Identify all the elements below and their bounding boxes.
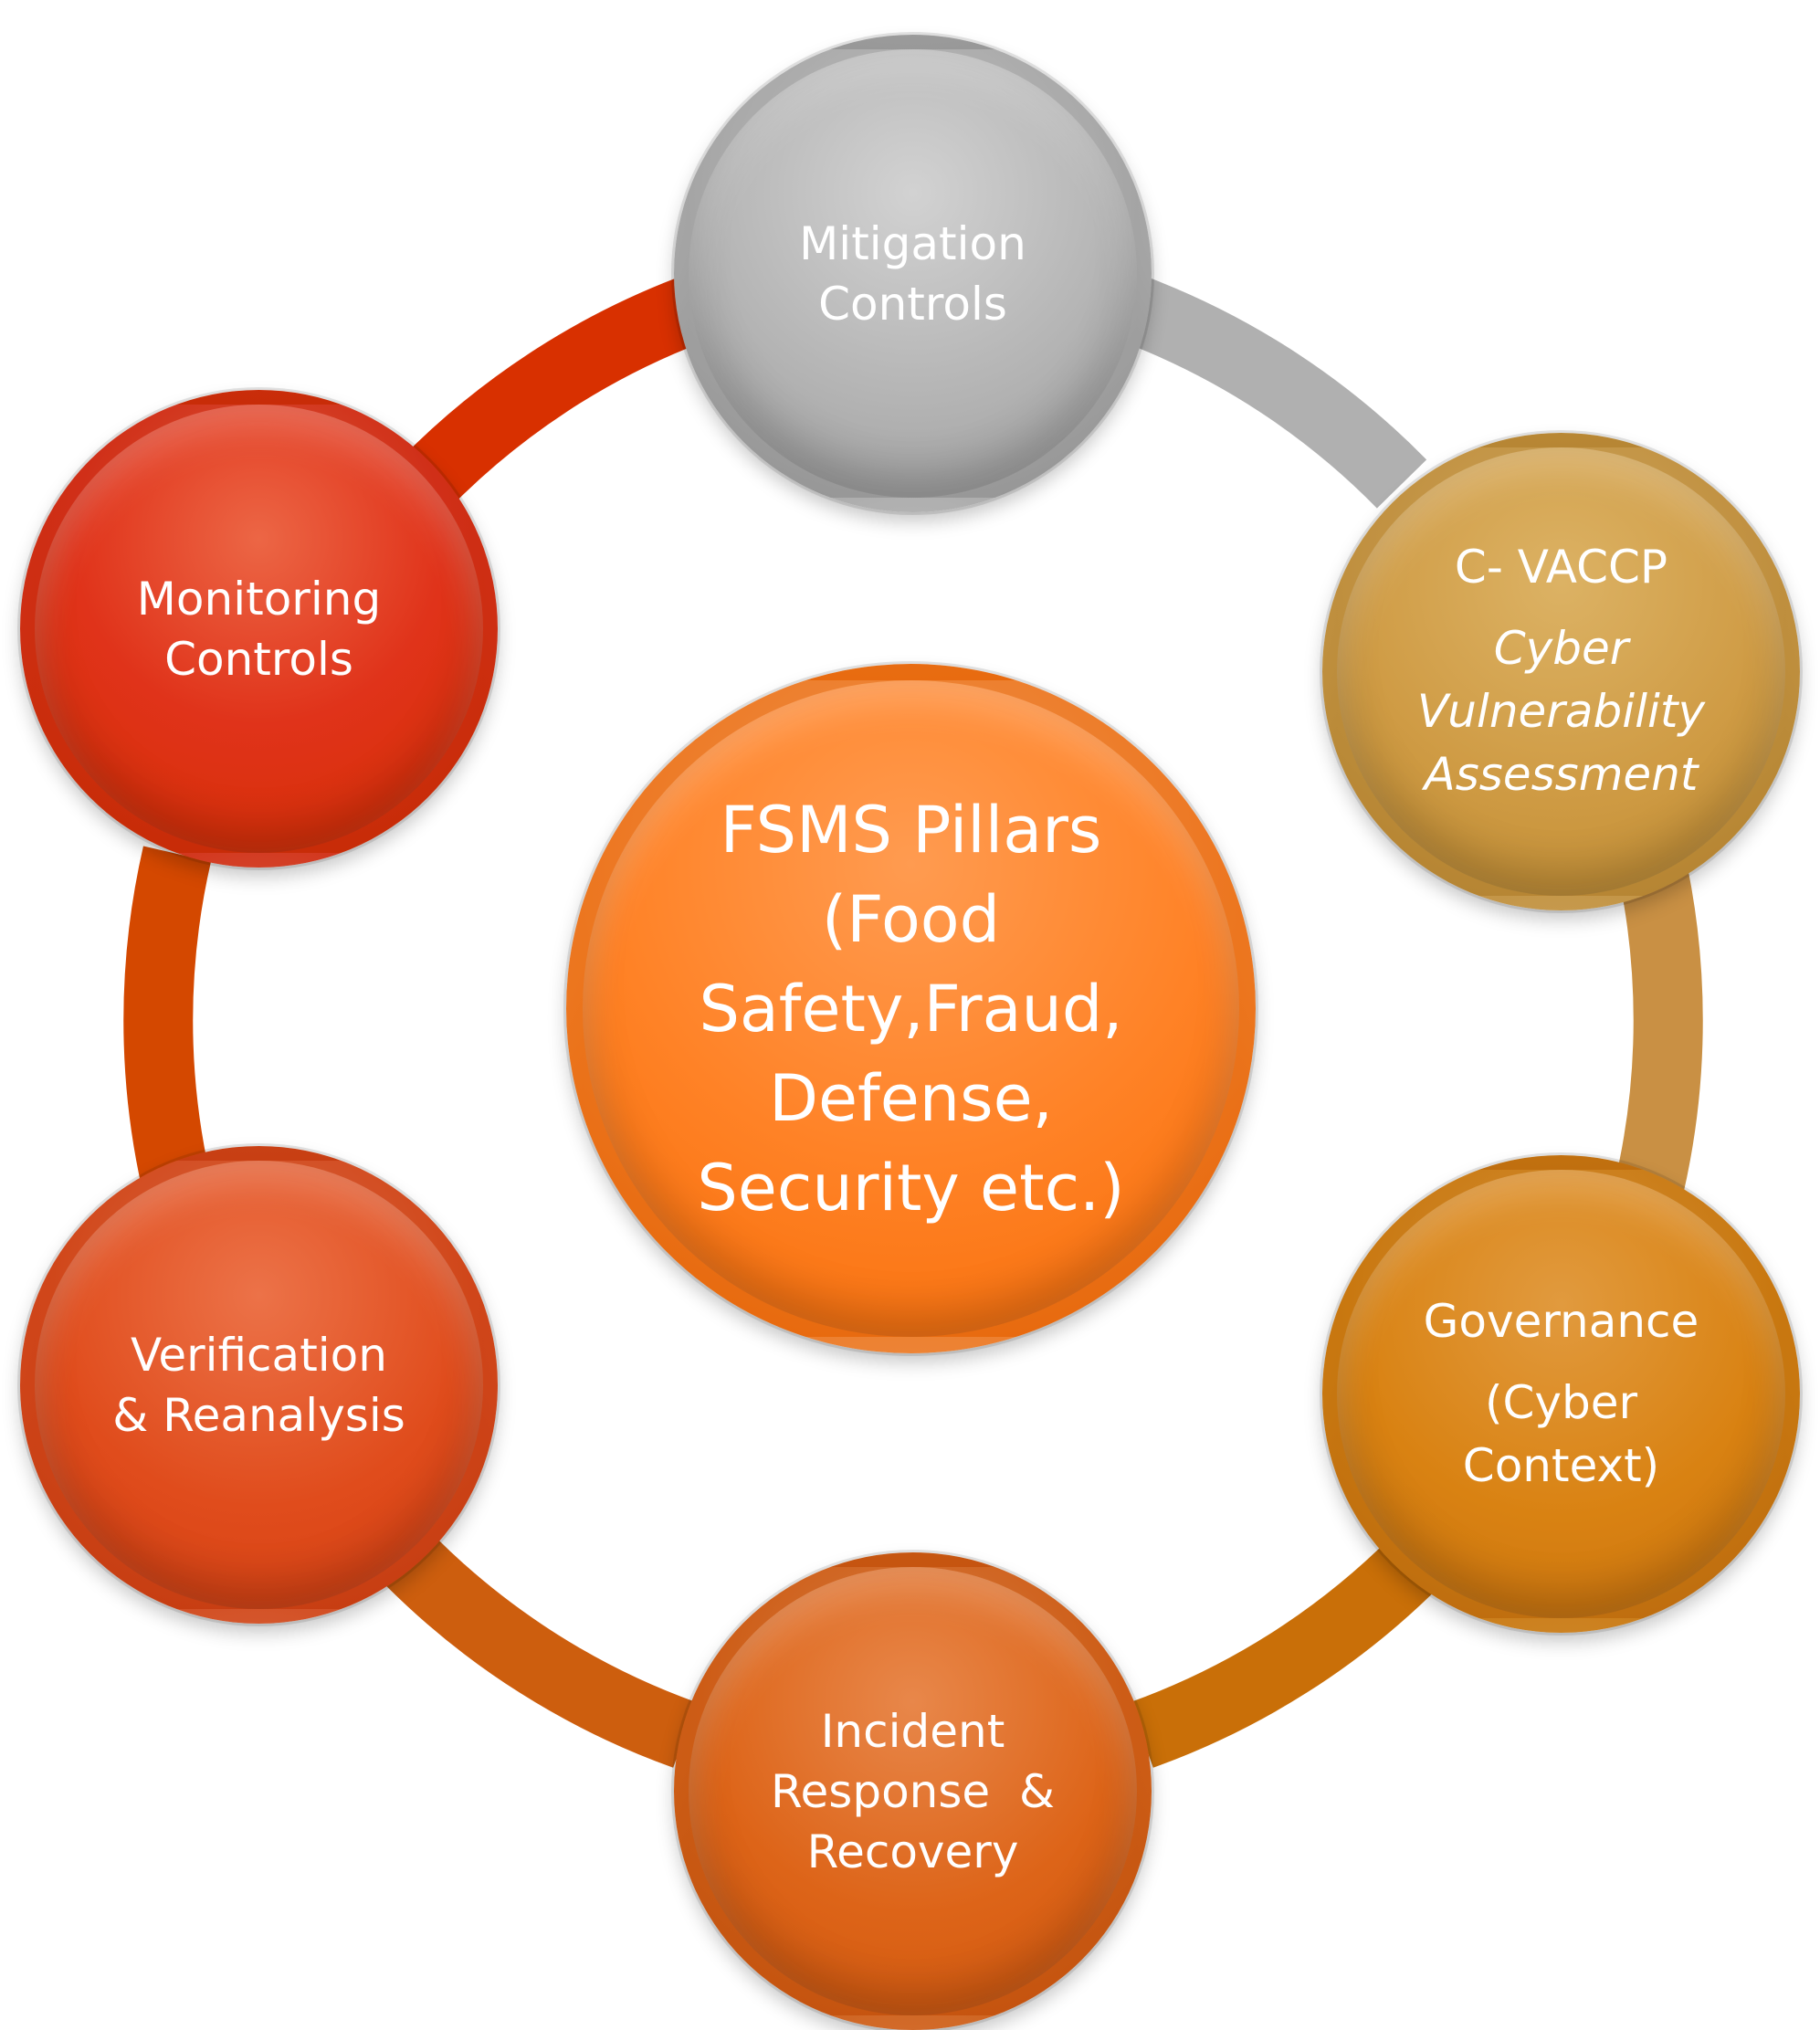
node-verification-reanalysis: Verification & Reanalysis [20, 1146, 498, 1624]
ring-arc-mitigation-to-cvaccp [1125, 278, 1427, 509]
center-line-1: FSMS Pillars [720, 792, 1102, 868]
monitoring-line-2: Controls [164, 632, 353, 686]
mitigation-line-1: Mitigation [799, 216, 1026, 270]
ring-arc-verification-to-monitoring [123, 846, 212, 1195]
ring-arc-cvaccp-to-governance [1615, 846, 1703, 1195]
center-line-4: Defense, [769, 1060, 1053, 1136]
governance-title: Governance [1423, 1294, 1699, 1348]
node-center-fsms-pillars: FSMS Pillars (Food Safety,Fraud, Defense… [566, 664, 1256, 1353]
ring-arc-incident-to-verification [386, 1536, 697, 1768]
mitigation-line-2: Controls [818, 277, 1007, 331]
center-line-5: Security etc.) [697, 1150, 1125, 1225]
incident-line-3: Recovery [806, 1825, 1019, 1878]
cvaccp-title: C- VACCP [1454, 541, 1668, 594]
center-line-3: Safety,Fraud, [699, 971, 1123, 1047]
ring-arc-monitoring-to-mitigation [399, 278, 701, 509]
cvaccp-subtitle-line-3: Assessment [1424, 748, 1699, 801]
node-governance: Governance (Cyber Context) [1322, 1155, 1800, 1633]
verification-line-1: Verification [131, 1328, 387, 1382]
incident-line-1: Incident [820, 1704, 1005, 1758]
ring-arc-governance-to-incident [1130, 1536, 1440, 1768]
cvaccp-subtitle-line-1: Cyber [1493, 622, 1629, 675]
incident-line-2: Response & [771, 1764, 1055, 1818]
verification-line-2: & Reanalysis [112, 1388, 405, 1442]
node-c-vaccp: C- VACCP Cyber Vulnerability Assessment [1322, 433, 1800, 910]
node-monitoring-controls: Monitoring Controls [20, 390, 498, 868]
governance-subtitle-line-2: Context) [1462, 1438, 1660, 1492]
center-line-2: (Food [821, 881, 1001, 957]
monitoring-line-1: Monitoring [136, 572, 382, 626]
cvaccp-subtitle-line-2: Vulnerability [1416, 685, 1706, 738]
node-incident-response-recovery: Incident Response & Recovery [674, 1552, 1152, 2030]
governance-subtitle-line-1: (Cyber [1484, 1375, 1638, 1429]
node-mitigation-controls: Mitigation Controls [674, 35, 1152, 512]
